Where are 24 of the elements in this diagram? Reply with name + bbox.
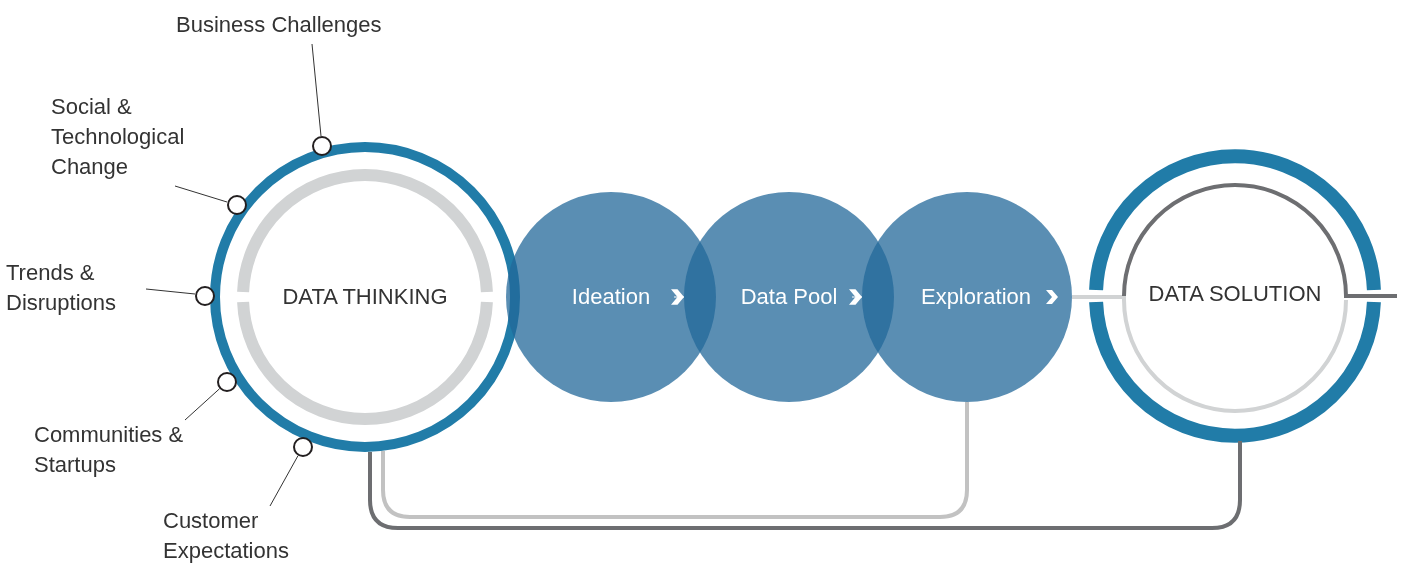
leader-line — [269, 455, 299, 507]
node-label: DATA SOLUTION — [1148, 281, 1322, 307]
node-label: Data Pool — [740, 284, 838, 310]
connector-dot — [293, 437, 313, 457]
connector-line — [1381, 294, 1397, 298]
connector-dot — [227, 195, 247, 215]
leader-line — [174, 185, 228, 203]
node-label: Exploration — [920, 284, 1032, 310]
connector-dot — [195, 286, 215, 306]
leader-line — [145, 288, 196, 295]
callout-label: Trends & Disruptions — [6, 258, 146, 320]
connector-dot — [217, 372, 237, 392]
connector-dot — [312, 136, 332, 156]
connector-line — [381, 402, 969, 519]
callout-label: Business Challenges — [176, 10, 426, 42]
callout-label: Communities & Startups — [34, 420, 224, 482]
node-label: DATA THINKING — [282, 284, 448, 310]
callout-label: Social & Technological Change — [51, 92, 223, 186]
callout-label: Customer Expectations — [163, 506, 333, 563]
leader-line — [311, 43, 322, 137]
connector-line — [1072, 295, 1096, 299]
node-label: Ideation — [571, 284, 651, 310]
connector-line — [368, 441, 1242, 530]
leader-line — [184, 388, 221, 421]
